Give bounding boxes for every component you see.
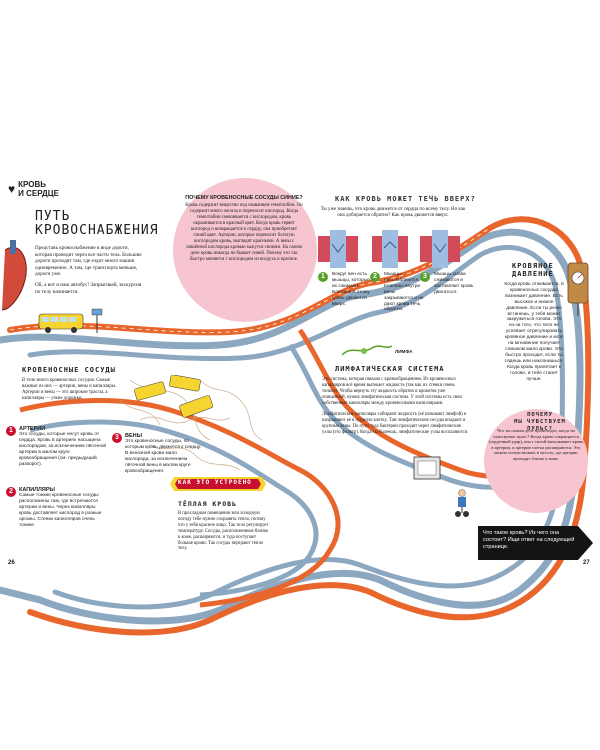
vein-step-2-text: Мышцы расслабляются. Клапаны внутри вены… — [384, 272, 424, 313]
step-2-badge: 2 — [370, 272, 380, 282]
pulse-title: ПОЧЕМУ МЫ ЧУВСТВУЕМ ПУЛЬС? — [510, 412, 570, 433]
page-title: ПУТЬ КРОВОСНАБЖЕНИЯ — [35, 210, 159, 238]
lymph-text-1: Это система, которая связана с кровообра… — [322, 377, 462, 406]
lymph-text-2: Лимфатические капилляры собирают жидкост… — [322, 412, 469, 435]
how-it-works-banner: КАК ЭТО УСТРОЕНО — [178, 479, 252, 486]
capillaries-block: 2 КАПИЛЛЯРЫ Самые тонкие кровеносные сос… — [6, 487, 109, 528]
intro-text: Представь кровоснабжение в виде дороги, … — [35, 245, 142, 277]
bus-illustration — [38, 313, 84, 333]
arteries-text: Это сосуды, которые несут кровь от сердц… — [19, 432, 107, 467]
page-number-right: 27 — [583, 560, 590, 566]
how-it-works-banner-bg — [170, 477, 266, 491]
vessels-intro: В теле много кровеносных сосудов. Самые … — [22, 378, 117, 401]
lymph-filter-illustration — [413, 456, 441, 480]
lymph-label: ЛИМФА — [395, 349, 413, 354]
page-title-line2: КРОВОСНАБЖЕНИЯ — [35, 223, 159, 238]
pulse-circle-bg — [484, 409, 588, 513]
segway-rider-illustration — [455, 489, 469, 517]
teaser-bg — [478, 526, 593, 560]
pulse-text: Что ты самым деле происходит, когда ты ч… — [488, 428, 584, 461]
section-tag-line1: КРОВЬ — [18, 180, 46, 189]
capillaries-badge: 2 — [6, 487, 16, 497]
capillaries-text: Самые тонкие кровеносные сосуды располож… — [19, 493, 102, 528]
vein-step-2: 2 Мышцы расслабляются. Клапаны внутри ве… — [370, 272, 424, 313]
veins-block: 3 ВЕНЫ Это кровеносные сосуды, по которы… — [112, 433, 203, 474]
vein-step-2-illustration — [372, 230, 408, 268]
veins-upward-intro: Ты уже знаешь, что кровь движется от сер… — [320, 207, 466, 219]
bus-stop-sign — [91, 308, 103, 333]
arteries-title: АРТЕРИИ — [19, 426, 46, 432]
vein-step-1: 1 Вокруг вен есть мышцы, которые их сжим… — [318, 272, 372, 307]
next-page-teaser: Что такое кровь? Из чего она состоит? Ищ… — [483, 530, 575, 550]
capillaries-title: КАПИЛЛЯРЫ — [19, 487, 55, 493]
step-1-badge: 1 — [318, 272, 328, 282]
warm-blood-text: В прохладном помещении или холодную пого… — [178, 511, 269, 552]
veins-text: Это кровеносные сосуды, по которым кровь… — [125, 439, 202, 474]
pressure-gauge-illustration — [567, 262, 589, 316]
pressure-title-line1: КРОВЯНОЕ — [512, 262, 554, 270]
vein-step-3-illustration — [420, 230, 460, 268]
intro-text-2: Ой, а вот и наш автобус! Запрыгивай, экс… — [35, 282, 142, 295]
veins-upward-title: КАК КРОВЬ МОЖЕТ ТЕЧЬ ВВЕРХ? — [335, 195, 476, 203]
heart-icon: ♥ — [8, 182, 16, 196]
lymph-title: ЛИМФАТИЧЕСКАЯ СИСТЕМА — [335, 365, 445, 373]
arteries-block: 1 АРТЕРИИ Это сосуды, которые несут кров… — [6, 426, 107, 467]
pulse-title-line2: МЫ ЧУВСТВУЕМ ПУЛЬС? — [514, 419, 566, 432]
vein-step-3-text: Мышцы снова сжимаются и заставляют кровь… — [434, 272, 474, 295]
pressure-title: КРОВЯНОЕ ДАВЛЕНИЕ — [512, 262, 554, 278]
pressure-text: Когда кровь отжимается, в кровеносных со… — [504, 282, 564, 382]
arteries-badge: 1 — [6, 426, 16, 436]
pink-circle-bg — [173, 178, 317, 322]
buses-cluster-illustration — [134, 375, 214, 418]
vessels-title: КРОВЕНОСНЫЕ СОСУДЫ — [22, 366, 116, 374]
vein-step-3: 3 Мышцы снова сжимаются и заставляют кро… — [420, 272, 474, 296]
section-tag: ♥ КРОВЬ И СЕРДЦЕ — [8, 180, 59, 198]
veins-title: ВЕНЫ — [125, 433, 142, 439]
page-title-line1: ПУТЬ — [35, 209, 71, 224]
vein-step-1-illustration — [318, 230, 358, 268]
lymph-node-illustration — [342, 345, 392, 356]
vein-step-1-text: Вокруг вен есть мышцы, которые их сжимаю… — [332, 272, 370, 307]
step-3-badge: 3 — [420, 272, 430, 282]
blue-vessels-box: ПОЧЕМУ КРОВЕНОСНЫЕ СОСУДЫ СИНИЕ? Кровь с… — [185, 195, 303, 262]
warm-blood-title: ТЁПЛАЯ КРОВЬ — [178, 500, 237, 508]
pressure-title-line2: ДАВЛЕНИЕ — [512, 270, 554, 278]
heart-illustration — [1, 240, 27, 311]
veins-badge: 3 — [112, 433, 122, 443]
section-tag-line2: И СЕРДЦЕ — [18, 189, 59, 198]
blue-vessels-text: Кровь содержит вещество под названием ге… — [185, 203, 303, 262]
page-number-left: 26 — [8, 560, 15, 566]
pulse-title-line1: ПОЧЕМУ — [527, 412, 553, 418]
blue-vessels-title: ПОЧЕМУ КРОВЕНОСНЫЕ СОСУДЫ СИНИЕ? — [185, 195, 303, 201]
